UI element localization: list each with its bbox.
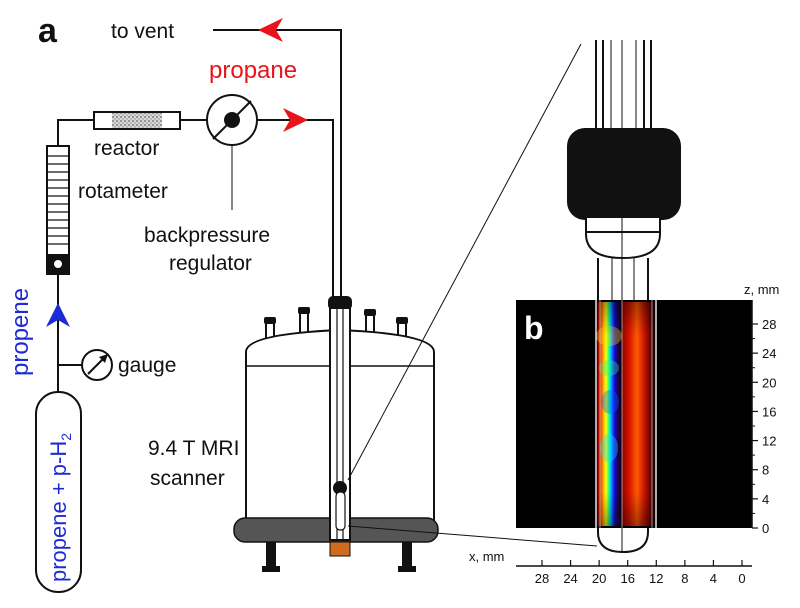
probe-tube	[328, 296, 352, 557]
probe-bottom	[597, 528, 649, 554]
scanner-label-line2: scanner	[150, 467, 225, 490]
reactor-label: reactor	[94, 137, 159, 160]
z-axis-ticks: 0 4 8 12 16 20 24 28	[752, 317, 776, 536]
gauge-icon	[81, 349, 113, 381]
x-tick-label: 12	[649, 571, 663, 586]
propane-flow-arrow-mid	[283, 108, 308, 132]
scanner-label-line1: 9.4 T MRI	[148, 437, 239, 460]
propane-label: propane	[209, 57, 297, 84]
z-tick-label: 20	[762, 375, 776, 390]
cylinder-label-subscript: 2	[58, 433, 74, 441]
z-tick-label: 12	[762, 434, 776, 449]
z-tick-label: 24	[762, 346, 776, 361]
enlarged-probe	[595, 40, 652, 130]
propane-flow-arrow-top	[258, 18, 283, 42]
backpressure-label-line1: backpressure	[144, 224, 270, 247]
cylinder-label-main: propene + p-H	[46, 441, 71, 582]
backpressure-label-line2: regulator	[169, 252, 252, 275]
probe-coil-block	[567, 128, 681, 220]
x-tick-label: 0	[738, 571, 745, 586]
mri-image	[516, 300, 752, 528]
probe-inner-lines-upper	[597, 40, 649, 300]
z-axis-label: z, mm	[744, 282, 779, 297]
panel-a-letter: a	[38, 12, 58, 50]
panel-b-letter: b	[524, 310, 544, 346]
cylinder-label: propene + p-H2	[46, 433, 74, 582]
x-axis-label: x, mm	[469, 549, 504, 564]
z-tick-label: 0	[762, 521, 769, 536]
z-axis: 0 4 8 12 16 20 24 28	[751, 300, 776, 536]
gas-cylinder	[35, 391, 82, 593]
reactor	[93, 111, 181, 130]
x-tick-label: 4	[710, 571, 717, 586]
probe-cap-rim	[585, 218, 661, 260]
z-tick-label: 4	[762, 492, 769, 507]
gauge-label: gauge	[118, 354, 176, 377]
x-axis: 28 24 20 16 12 8 4 0	[516, 560, 752, 586]
x-axis-ticks: 28 24 20 16 12 8 4 0	[535, 560, 746, 586]
propene-flow-arrow	[46, 303, 70, 327]
backpressure-regulator-icon	[206, 94, 258, 146]
x-tick-label: 20	[592, 571, 606, 586]
rotameter-label: rotameter	[78, 180, 168, 203]
x-tick-label: 24	[563, 571, 577, 586]
rotameter	[46, 145, 70, 275]
zoom-line-bottom	[347, 525, 598, 547]
propene-label: propene	[7, 288, 34, 376]
x-tick-label: 16	[620, 571, 634, 586]
x-tick-label: 8	[681, 571, 688, 586]
to-vent-label: to vent	[111, 20, 174, 43]
zoom-line-top	[347, 43, 582, 481]
z-tick-label: 16	[762, 404, 776, 419]
z-tick-label: 28	[762, 317, 776, 332]
z-tick-label: 8	[762, 463, 769, 478]
x-tick-label: 28	[535, 571, 549, 586]
